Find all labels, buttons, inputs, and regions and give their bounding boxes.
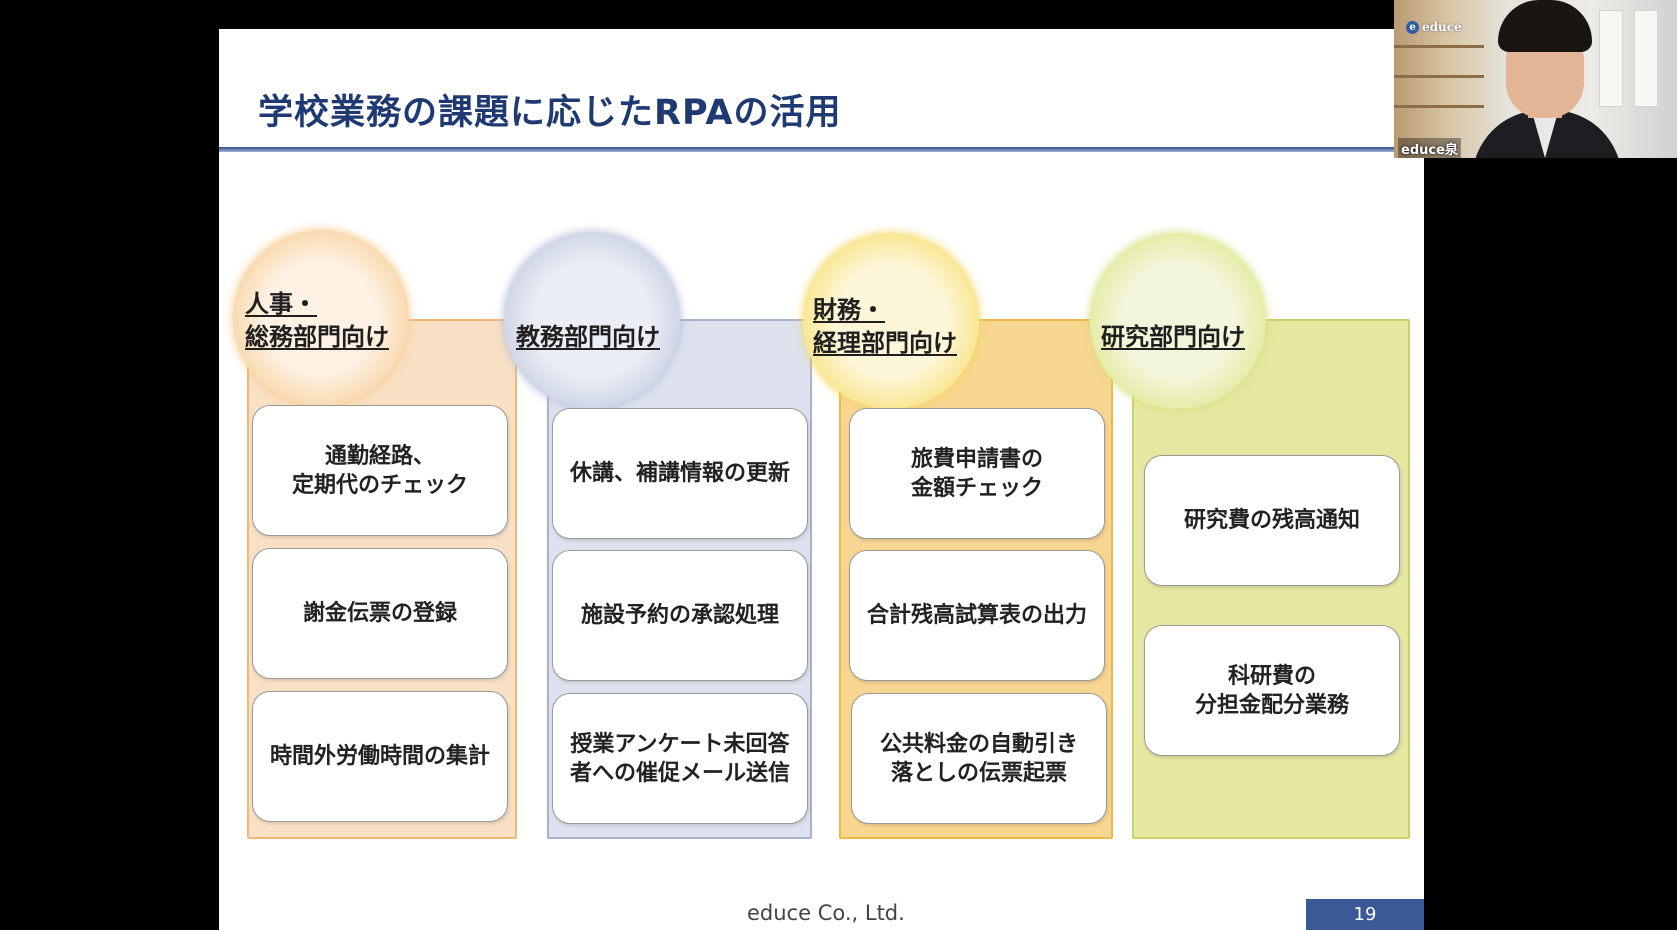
dept-label-line: 総務部門向け bbox=[245, 323, 389, 351]
task-card: 時間外労働時間の集計 bbox=[252, 691, 508, 822]
dept-label-line: 経理部門向け bbox=[813, 329, 957, 357]
task-card-line: 施設予約の承認処理 bbox=[580, 603, 779, 628]
task-card-line: 科研費の bbox=[1227, 663, 1316, 689]
dept-label-finance-accounting: 財務・ 経理部門向け bbox=[813, 294, 957, 360]
task-card: 旅費申請書の 金額チェック bbox=[849, 408, 1105, 539]
educe-logo: e educe bbox=[1406, 20, 1462, 34]
task-card-line: 旅費申請書の bbox=[910, 446, 1043, 472]
presentation-slide: 学校業務の課題に応じたRPAの活用 人事・ 総務部門向け 教務部門向け 財務・ … bbox=[219, 29, 1424, 930]
page-number-badge: 19 bbox=[1306, 899, 1424, 930]
dept-label-line: 財務・ bbox=[813, 296, 885, 324]
dept-label-research: 研究部門向け bbox=[1101, 321, 1245, 354]
background-shelf bbox=[1394, 75, 1484, 78]
circle-research bbox=[1090, 233, 1266, 409]
slide-title: 学校業務の課題に応じたRPAの活用 bbox=[258, 93, 842, 133]
task-card-line: 研究費の残高通知 bbox=[1183, 508, 1360, 533]
dept-label-line: 人事・ bbox=[245, 290, 317, 318]
background-shelf bbox=[1394, 45, 1484, 48]
task-card-line: 落としの伝票起票 bbox=[890, 760, 1067, 786]
circle-hr-general-affairs bbox=[233, 230, 409, 406]
educe-logo-icon: e bbox=[1406, 20, 1419, 34]
task-card: 公共料金の自動引き 落としの伝票起票 bbox=[851, 693, 1107, 824]
background-window bbox=[1634, 10, 1658, 107]
task-card: 合計残高試算表の出力 bbox=[849, 550, 1105, 681]
participant-name-label: educe泉 bbox=[1398, 138, 1461, 158]
task-card-line: 謝金伝票の登録 bbox=[302, 601, 457, 626]
task-card: 通勤経路、 定期代のチェック bbox=[252, 405, 508, 536]
task-card-line: 公共料金の自動引き bbox=[879, 731, 1078, 757]
task-card: 科研費の 分担金配分業務 bbox=[1144, 625, 1400, 756]
task-card: 謝金伝票の登録 bbox=[252, 548, 508, 679]
task-card-line: 分担金配分業務 bbox=[1194, 692, 1349, 718]
circle-finance-accounting bbox=[803, 233, 979, 409]
task-card-line: 通勤経路、 bbox=[324, 443, 435, 469]
title-divider bbox=[219, 147, 1424, 152]
dept-label-academic-affairs: 教務部門向け bbox=[516, 321, 660, 354]
task-card-line: 金額チェック bbox=[910, 475, 1043, 501]
background-window bbox=[1599, 10, 1623, 107]
task-card: 授業アンケート未回答 者への催促メール送信 bbox=[552, 693, 808, 824]
task-card-line: 授業アンケート未回答 bbox=[570, 731, 790, 757]
task-card-line: 者への催促メール送信 bbox=[569, 760, 790, 786]
task-card: 施設予約の承認処理 bbox=[552, 550, 808, 681]
background-shelf bbox=[1394, 105, 1484, 108]
task-card: 研究費の残高通知 bbox=[1144, 455, 1400, 586]
task-card: 休講、補講情報の更新 bbox=[552, 408, 808, 539]
dept-label-line: 研究部門向け bbox=[1101, 323, 1245, 351]
circle-academic-affairs bbox=[504, 232, 680, 408]
task-card-line: 定期代のチェック bbox=[291, 472, 468, 498]
dept-label-hr-general-affairs: 人事・ 総務部門向け bbox=[245, 288, 389, 354]
task-card-line: 休講、補講情報の更新 bbox=[569, 461, 790, 486]
webcam-video-tile[interactable]: e educe educe泉 bbox=[1394, 0, 1677, 158]
footer-company-name: educe Co., Ltd. bbox=[747, 901, 905, 925]
task-card-line: 時間外労働時間の集計 bbox=[269, 744, 490, 769]
educe-logo-text: educe bbox=[1422, 20, 1462, 34]
dept-label-line: 教務部門向け bbox=[516, 323, 660, 351]
participant-hair bbox=[1498, 0, 1592, 52]
task-card-line: 合計残高試算表の出力 bbox=[866, 603, 1087, 628]
